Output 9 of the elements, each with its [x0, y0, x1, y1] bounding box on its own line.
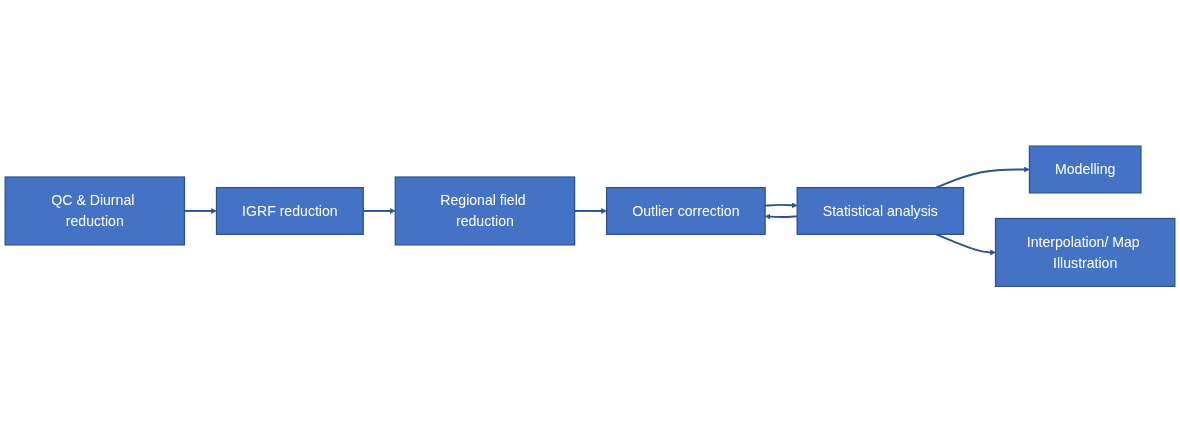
- arrow: [935, 233, 996, 255]
- node-box: QC & Diurnal reduction: [4, 176, 186, 246]
- node-box: Statistical analysis: [796, 186, 965, 235]
- node-box: Modelling: [1028, 145, 1142, 194]
- arrow: [935, 166, 1030, 189]
- node-box: Outlier correction: [606, 186, 766, 235]
- node-box: IGRF reduction: [215, 186, 364, 235]
- node-box: Interpolation/ Map Illustration: [994, 217, 1176, 287]
- node-box: Regional field reduction: [394, 176, 576, 246]
